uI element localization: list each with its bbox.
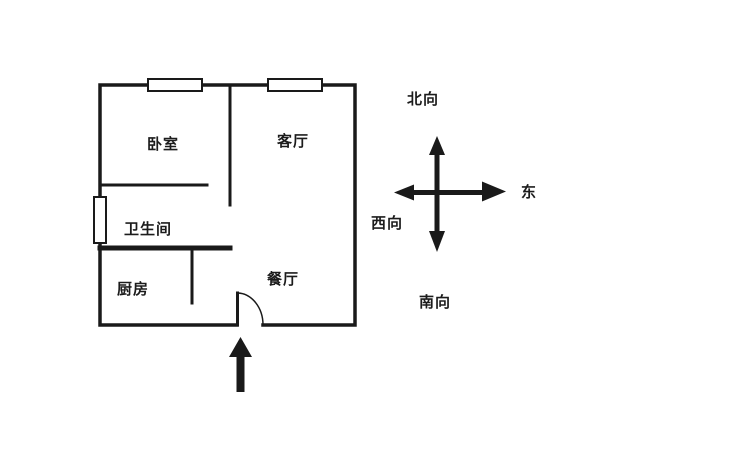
compass-west-arrow	[394, 184, 414, 201]
bedroom-label: 卧室	[147, 135, 179, 153]
dining-room-label: 餐厅	[267, 270, 299, 288]
window-bathroom	[93, 196, 107, 244]
compass-south-arrow	[429, 231, 445, 252]
compass: 北向 东 西向 南向	[371, 90, 537, 311]
compass-east-label: 东	[521, 183, 537, 201]
compass-north-arrow	[429, 136, 445, 155]
entrance-arrow	[229, 337, 252, 392]
door-swing-icon	[236, 292, 264, 326]
compass-north-label: 北向	[407, 90, 439, 108]
compass-east-arrow	[482, 181, 506, 202]
bathroom-label: 卫生间	[124, 220, 172, 238]
compass-south-label: 南向	[419, 293, 451, 311]
compass-west-label: 西向	[371, 214, 403, 232]
compass-cross-lines	[403, 149, 489, 236]
kitchen-label: 厨房	[117, 280, 149, 298]
window-living-room	[267, 78, 323, 92]
living-room-label: 客厅	[276, 132, 309, 150]
window-bedroom	[147, 78, 203, 92]
outer-walls	[98, 83, 357, 327]
